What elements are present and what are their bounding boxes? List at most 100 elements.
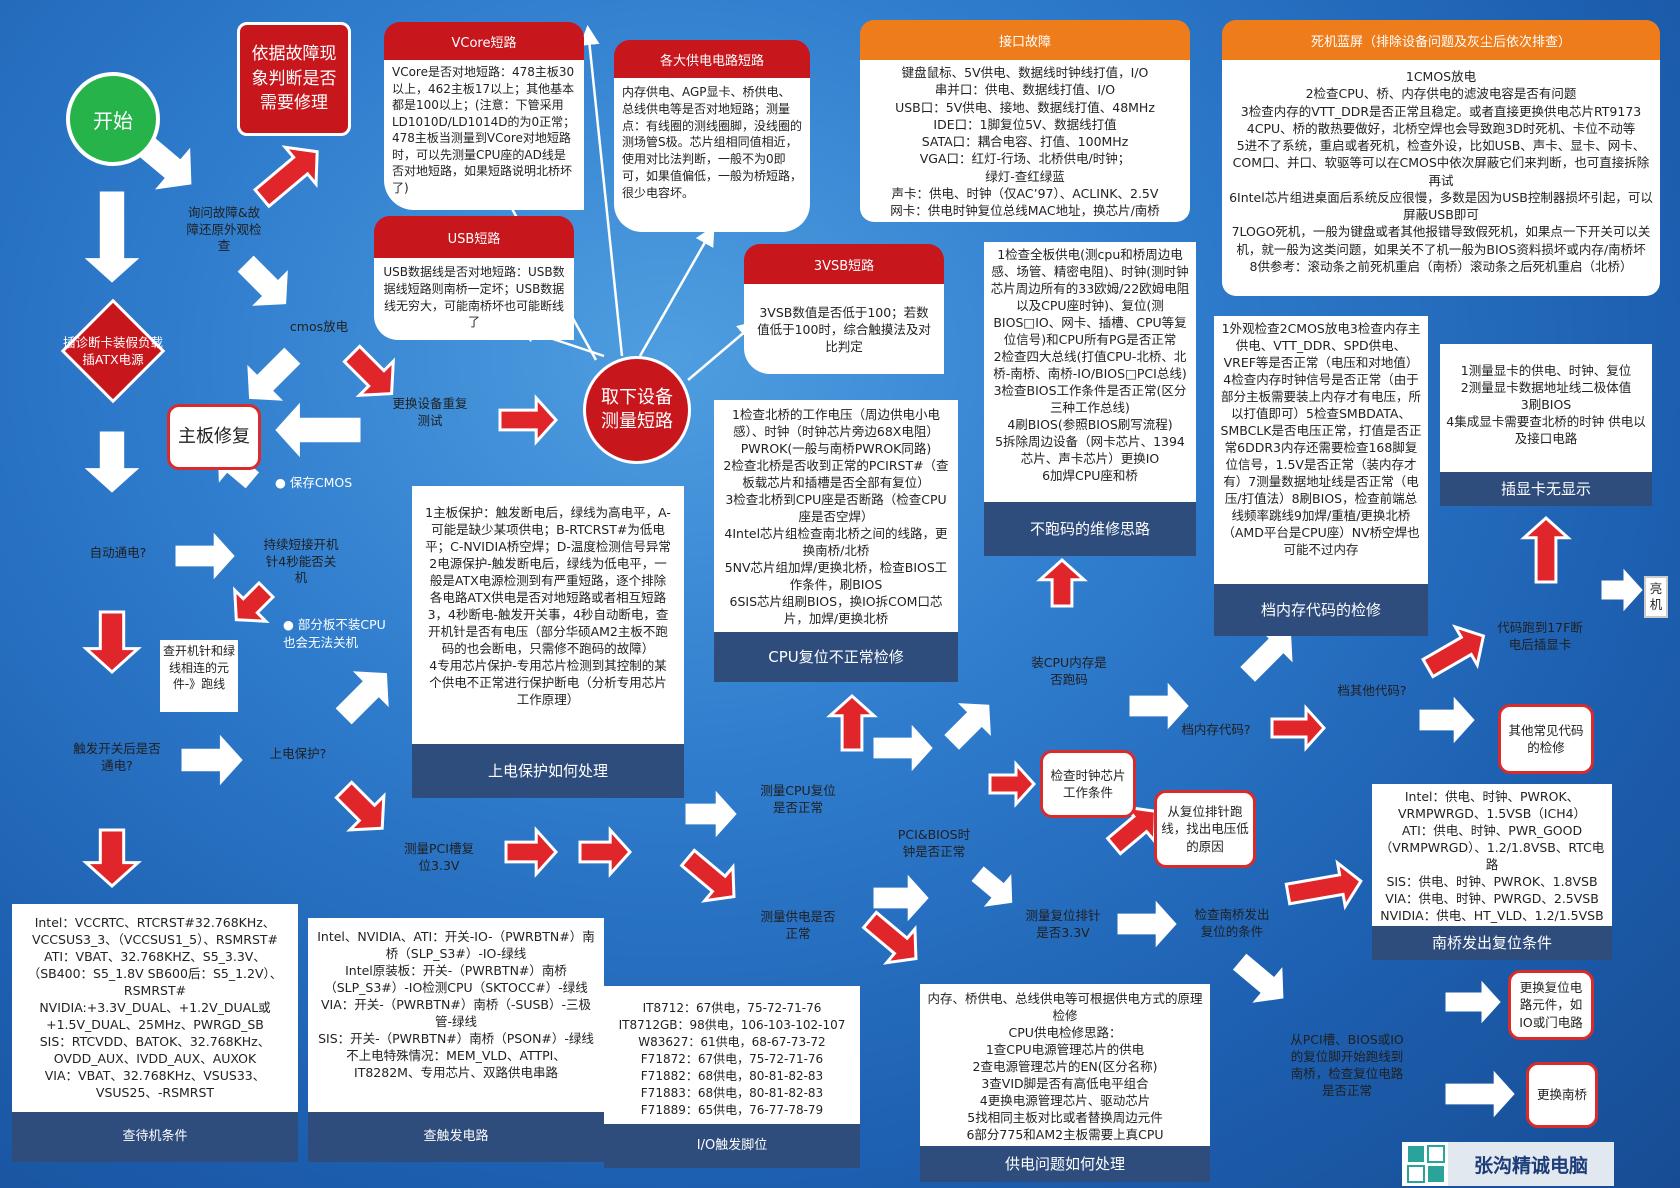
diamond-pci-bios-io: 从PCI槽、BIOS或IO的复位脚开始跑线到南桥，检查复位电路是否正常 bbox=[1250, 976, 1444, 1156]
nocode-text: 1检查全板供电(测cpu和桥周边电感、场管、精密电阻)、时钟(测时钟芯片周边所有… bbox=[990, 247, 1190, 483]
interface-title: 接口故障 bbox=[998, 34, 1051, 50]
line-takeoff-supply bbox=[638, 225, 715, 357]
supply-short-title: 各大供电电路短路 bbox=[659, 53, 764, 69]
arrow-17f-nodisplay bbox=[1520, 515, 1572, 584]
arrow-memcode-other bbox=[1270, 704, 1327, 752]
cpu-reset-footer: CPU复位不正常检修 bbox=[714, 632, 958, 682]
diamond-trigger: 触发开关后是否通电? bbox=[58, 704, 176, 812]
diamond-reset-3v3-label: 测量复位排针是否3.3V bbox=[1025, 908, 1101, 940]
check-pins-note: 查开机针和绿线相连的元件-》跑线 bbox=[160, 640, 238, 712]
diamond-pci-3v3-label: 测量PCI槽复位3.3V bbox=[404, 841, 474, 873]
power-on-footer: 上电保护如何处理 bbox=[412, 744, 684, 798]
sb-reset-box: Intel：供电、时钟、PWROK、VRMPWRGD、1.5VSB（ICH4） … bbox=[1372, 784, 1612, 960]
take-off-circle: 取下设备测量短路 bbox=[583, 356, 691, 464]
io-line: IT8712：67供电，75-72-71-76 bbox=[642, 1001, 822, 1015]
diamond-auto-power: 自动通电? bbox=[66, 506, 170, 600]
arrow-to-supply bbox=[679, 848, 736, 903]
arrow-to-cpureset bbox=[685, 790, 737, 838]
supply-footer: 供电问题如何处理 bbox=[920, 1146, 1210, 1182]
interface-line: 键盘鼠标、5V供电、数据线时钟线打值，I/O bbox=[901, 65, 1149, 80]
diamond-southbridge: 检查南桥发出复位的条件 bbox=[1176, 872, 1288, 976]
sb-reset-title: 南桥发出复位条件 bbox=[1431, 933, 1552, 952]
bsod-line: 6Intel芯片组进桌面后系统反应很慢，多数是因为USB控制器损坏引起，可以屏蔽… bbox=[1229, 189, 1653, 222]
plug-card-diamond: 插诊断卡装假负载插ATX电源 bbox=[58, 296, 168, 406]
io-title: I/O触发脚位 bbox=[696, 1137, 768, 1153]
arrow-other-17f bbox=[1421, 624, 1486, 679]
replace-southbridge-label: 更换南桥 bbox=[1536, 1087, 1587, 1103]
diamond-supply-label: 测量供电是否正常 bbox=[760, 909, 836, 941]
diamond-pci-3v3: 测量PCI槽复位3.3V bbox=[384, 808, 494, 908]
mem-footer: 档内存代码的检修 bbox=[1214, 584, 1428, 636]
interface-line: USB口：5V供电、接地、数据线打值、48MHz bbox=[895, 99, 1155, 115]
mem-title: 档内存代码的检修 bbox=[1260, 600, 1381, 619]
arrow-auto-trigger bbox=[82, 610, 142, 675]
interface-line: 绿灯-查红绿蓝 bbox=[985, 168, 1065, 184]
diamond-pci-bios-clock-label: PCI&BIOS时钟是否正常 bbox=[897, 827, 971, 859]
arrow-pci-clock bbox=[988, 760, 1037, 808]
arrow-pci-1 bbox=[504, 826, 559, 878]
diamond-code-17f-label: 代码跑到17F断电后插显卡 bbox=[1497, 620, 1583, 652]
diamond-auto-power-label: 自动通电? bbox=[89, 544, 147, 560]
replace-reset-parts-label: 更换复位电路元件，如IO或门电路 bbox=[1519, 979, 1583, 1030]
arrow-replace-takeoff bbox=[498, 394, 559, 446]
supply-text: 内存、桥供电、总线供电等可根据供电方式的原理检修 CPU供电检修思路： 1查CP… bbox=[927, 991, 1203, 1142]
trigger-box: Intel、NVIDIA、ATI：开关-IO-（PWRBTN#）南桥（SLP_S… bbox=[308, 918, 604, 1162]
trigger-text: Intel、NVIDIA、ATI：开关-IO-（PWRBTN#）南桥（SLP_S… bbox=[317, 929, 595, 1080]
io-line: F71882：68供电，80-81-82-83 bbox=[640, 1069, 824, 1084]
check-pins-label: 查开机针和绿线相连的元件-》跑线 bbox=[163, 644, 236, 692]
mem-box: 1外观检查2CMOS放电3检查内存主供电、VTT_DDR、SPD供电、VREF等… bbox=[1214, 316, 1428, 636]
supply-short-text: 内存供电、AGP显卡、桥供电、总线供电等是否对地短路；测量点：有线圈的测线圈脚，… bbox=[622, 85, 803, 200]
replace-reset-parts-box: 更换复位电路元件，如IO或门电路 bbox=[1508, 970, 1594, 1040]
diamond-code-17f: 代码跑到17F断电后插显卡 bbox=[1482, 584, 1598, 690]
diamond-cpu-reset-label: 测量CPU复位是否正常 bbox=[760, 783, 836, 815]
diamond-ask: 询问故障&故障还原外观检查 bbox=[170, 178, 278, 282]
diamond-cpu-mem-label: 装CPU内存是否跑码 bbox=[1031, 655, 1107, 687]
nocode-title: 不跑码的维修思路 bbox=[1029, 519, 1150, 538]
arrow-pci-2 bbox=[578, 826, 633, 878]
nodisplay-text: 1测量显卡的供电、时钟、复位 2测量显卡数据地址线二极体值 3刷BIOS 4集成… bbox=[1446, 363, 1646, 446]
vsb-text: 3VSB数值是否低于100；若数值低于100时，综合触摸法及对比判定 bbox=[757, 305, 931, 354]
mainboard-repair-box: 主板修复 bbox=[167, 404, 261, 470]
io-line: F71872：67供电，75-72-71-76 bbox=[640, 1052, 824, 1067]
save-cmos-label: 保存CMOS bbox=[289, 475, 353, 490]
diamond-southbridge-label: 检查南桥发出复位的条件 bbox=[1194, 907, 1270, 939]
save-cmos-note: ● 保存CMOS bbox=[275, 475, 353, 490]
cpu-reset-text: 1检查北桥的工作电压（周边供电小电感）、时钟（时钟芯片旁边68X电阻）PWROK… bbox=[723, 407, 949, 626]
nodisplay-footer: 插显卡无显示 bbox=[1440, 472, 1652, 506]
bsod-line: 5进不了系统，重启或者死机，检查外设，比如USB、声卡、显卡、网卡、COM口、并… bbox=[1232, 138, 1650, 188]
standby-title: 查待机条件 bbox=[122, 1129, 188, 1145]
usb-title: USB短路 bbox=[447, 231, 501, 247]
io-line: F71883：68供电，80-81-82-83 bbox=[640, 1086, 824, 1101]
interface-line: 网卡：供电时钟复位总线MAC地址，换芯片/南桥 bbox=[890, 203, 1160, 218]
diamond-hold-short-label: 持续短接开机针4秒能否关机 bbox=[263, 536, 339, 586]
take-off-label: 取下设备测量短路 bbox=[601, 386, 673, 432]
bsod-line: 7LOGO死机，一般为键盘或者其他报错导致假死机，如果点一下开关可以关机，就一般… bbox=[1231, 224, 1651, 257]
start-node: 开始 bbox=[66, 72, 160, 166]
nocode-footer: 不跑码的维修思路 bbox=[984, 502, 1196, 556]
arrow-io-replace-parts bbox=[1445, 980, 1501, 1024]
diamond-replace-label: 更换设备重复测试 bbox=[392, 396, 468, 428]
interface-tab: 接口故障 bbox=[860, 20, 1190, 60]
vcore-title: VCore短路 bbox=[451, 35, 517, 51]
trigger-title: 查触发电路 bbox=[423, 1129, 489, 1145]
cpu-reset-box: 1检查北桥的工作电压（周边供电小电感）、时钟（时钟芯片旁边68X电阻）PWROK… bbox=[714, 400, 958, 682]
check-clock-condition-label: 检查时钟芯片工作条件 bbox=[1050, 767, 1126, 801]
power-on-box: 1主板保护：触发断电后，绿线为高电平，A-可能是缺少某项供电；B-RTCRST#… bbox=[412, 486, 684, 798]
arrow-pci-cpumem bbox=[944, 703, 991, 750]
logo-text: 张沟精诚电脑 bbox=[1448, 1142, 1614, 1186]
diamond-power-protect-label: 上电保护? bbox=[269, 745, 327, 761]
logo-squares-icon bbox=[1407, 1145, 1445, 1183]
nodisplay-box: 1测量显卡的供电、时钟、复位 2测量显卡数据地址线二极体值 3刷BIOS 4集成… bbox=[1440, 344, 1652, 506]
cpu-reset-title: CPU复位不正常检修 bbox=[768, 647, 904, 666]
diamond-cpu-mem: 装CPU内存是否跑码 bbox=[1014, 620, 1124, 724]
interface-line: IDE口：1脚复位5V、数据线打值 bbox=[933, 116, 1117, 132]
diamond-cpu-reset: 测量CPU复位是否正常 bbox=[742, 748, 854, 852]
nodisplay-title: 插显卡无显示 bbox=[1500, 479, 1591, 498]
vsb-box: 3VSB数值是否低于100；若数值低于100时，综合触摸法及对比判定 bbox=[744, 284, 944, 374]
judge-box: 依据故障现象判断是否需要修理 bbox=[237, 22, 351, 136]
io-line: W83627：61供电，68-67-73-72 bbox=[638, 1035, 826, 1050]
